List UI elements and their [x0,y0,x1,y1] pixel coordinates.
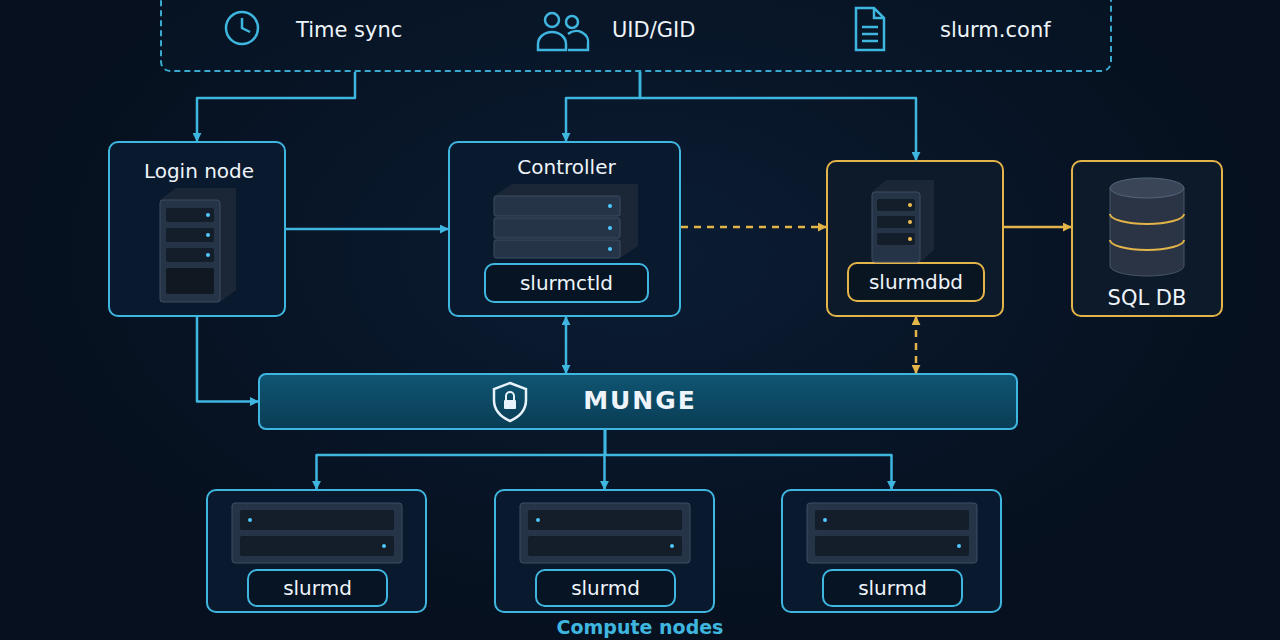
node-label: MUNGE [540,375,740,428]
connector [1004,226,1071,229]
node-label: UID/GID [612,12,762,48]
rack-server [520,503,690,563]
shared-config-band: Time sync UID/GID slurm.conf [160,0,1112,72]
connector [286,228,448,231]
node-label: Controller [450,151,683,183]
file-icon [856,8,884,50]
node-label: slurm.conf [940,12,1100,48]
connector [197,72,355,141]
node-label: SQL DB [1073,282,1221,314]
clock-icon [226,12,258,44]
service-label: slurmd [822,569,963,607]
database-box: SQL DB [1071,160,1223,317]
controller-box: Controller slurmctld [448,141,681,317]
tower-server [872,180,934,262]
node-label: Login node [110,155,288,187]
dbd-box: slurmdbd [826,160,1004,317]
rack-server [494,184,638,258]
tower-server [160,188,236,302]
dashed-connector [681,226,826,229]
users-icon [538,13,588,50]
service-label: slurmd [247,569,388,607]
rack-server [232,503,402,563]
group-caption: Compute nodes [480,616,800,638]
connector [603,430,606,489]
compute-box: slurmd [781,489,1002,613]
login-box: Login node [108,141,286,317]
node-label: Time sync [296,12,446,48]
compute-box: slurmd [494,489,715,613]
connector [566,72,640,141]
rack-server [807,503,977,563]
database-icon [1110,178,1184,276]
connector [565,317,568,373]
service-label: slurmctld [484,263,649,303]
connector [197,317,258,402]
service-label: slurmdbd [847,262,985,302]
connector [605,430,892,489]
auth-bus: MUNGE [258,373,1018,430]
shield-icon [494,383,526,421]
compute-box: slurmd [206,489,427,613]
service-label: slurmd [535,569,676,607]
connector [640,72,916,160]
connector [317,430,606,489]
dashed-connector [915,317,918,373]
